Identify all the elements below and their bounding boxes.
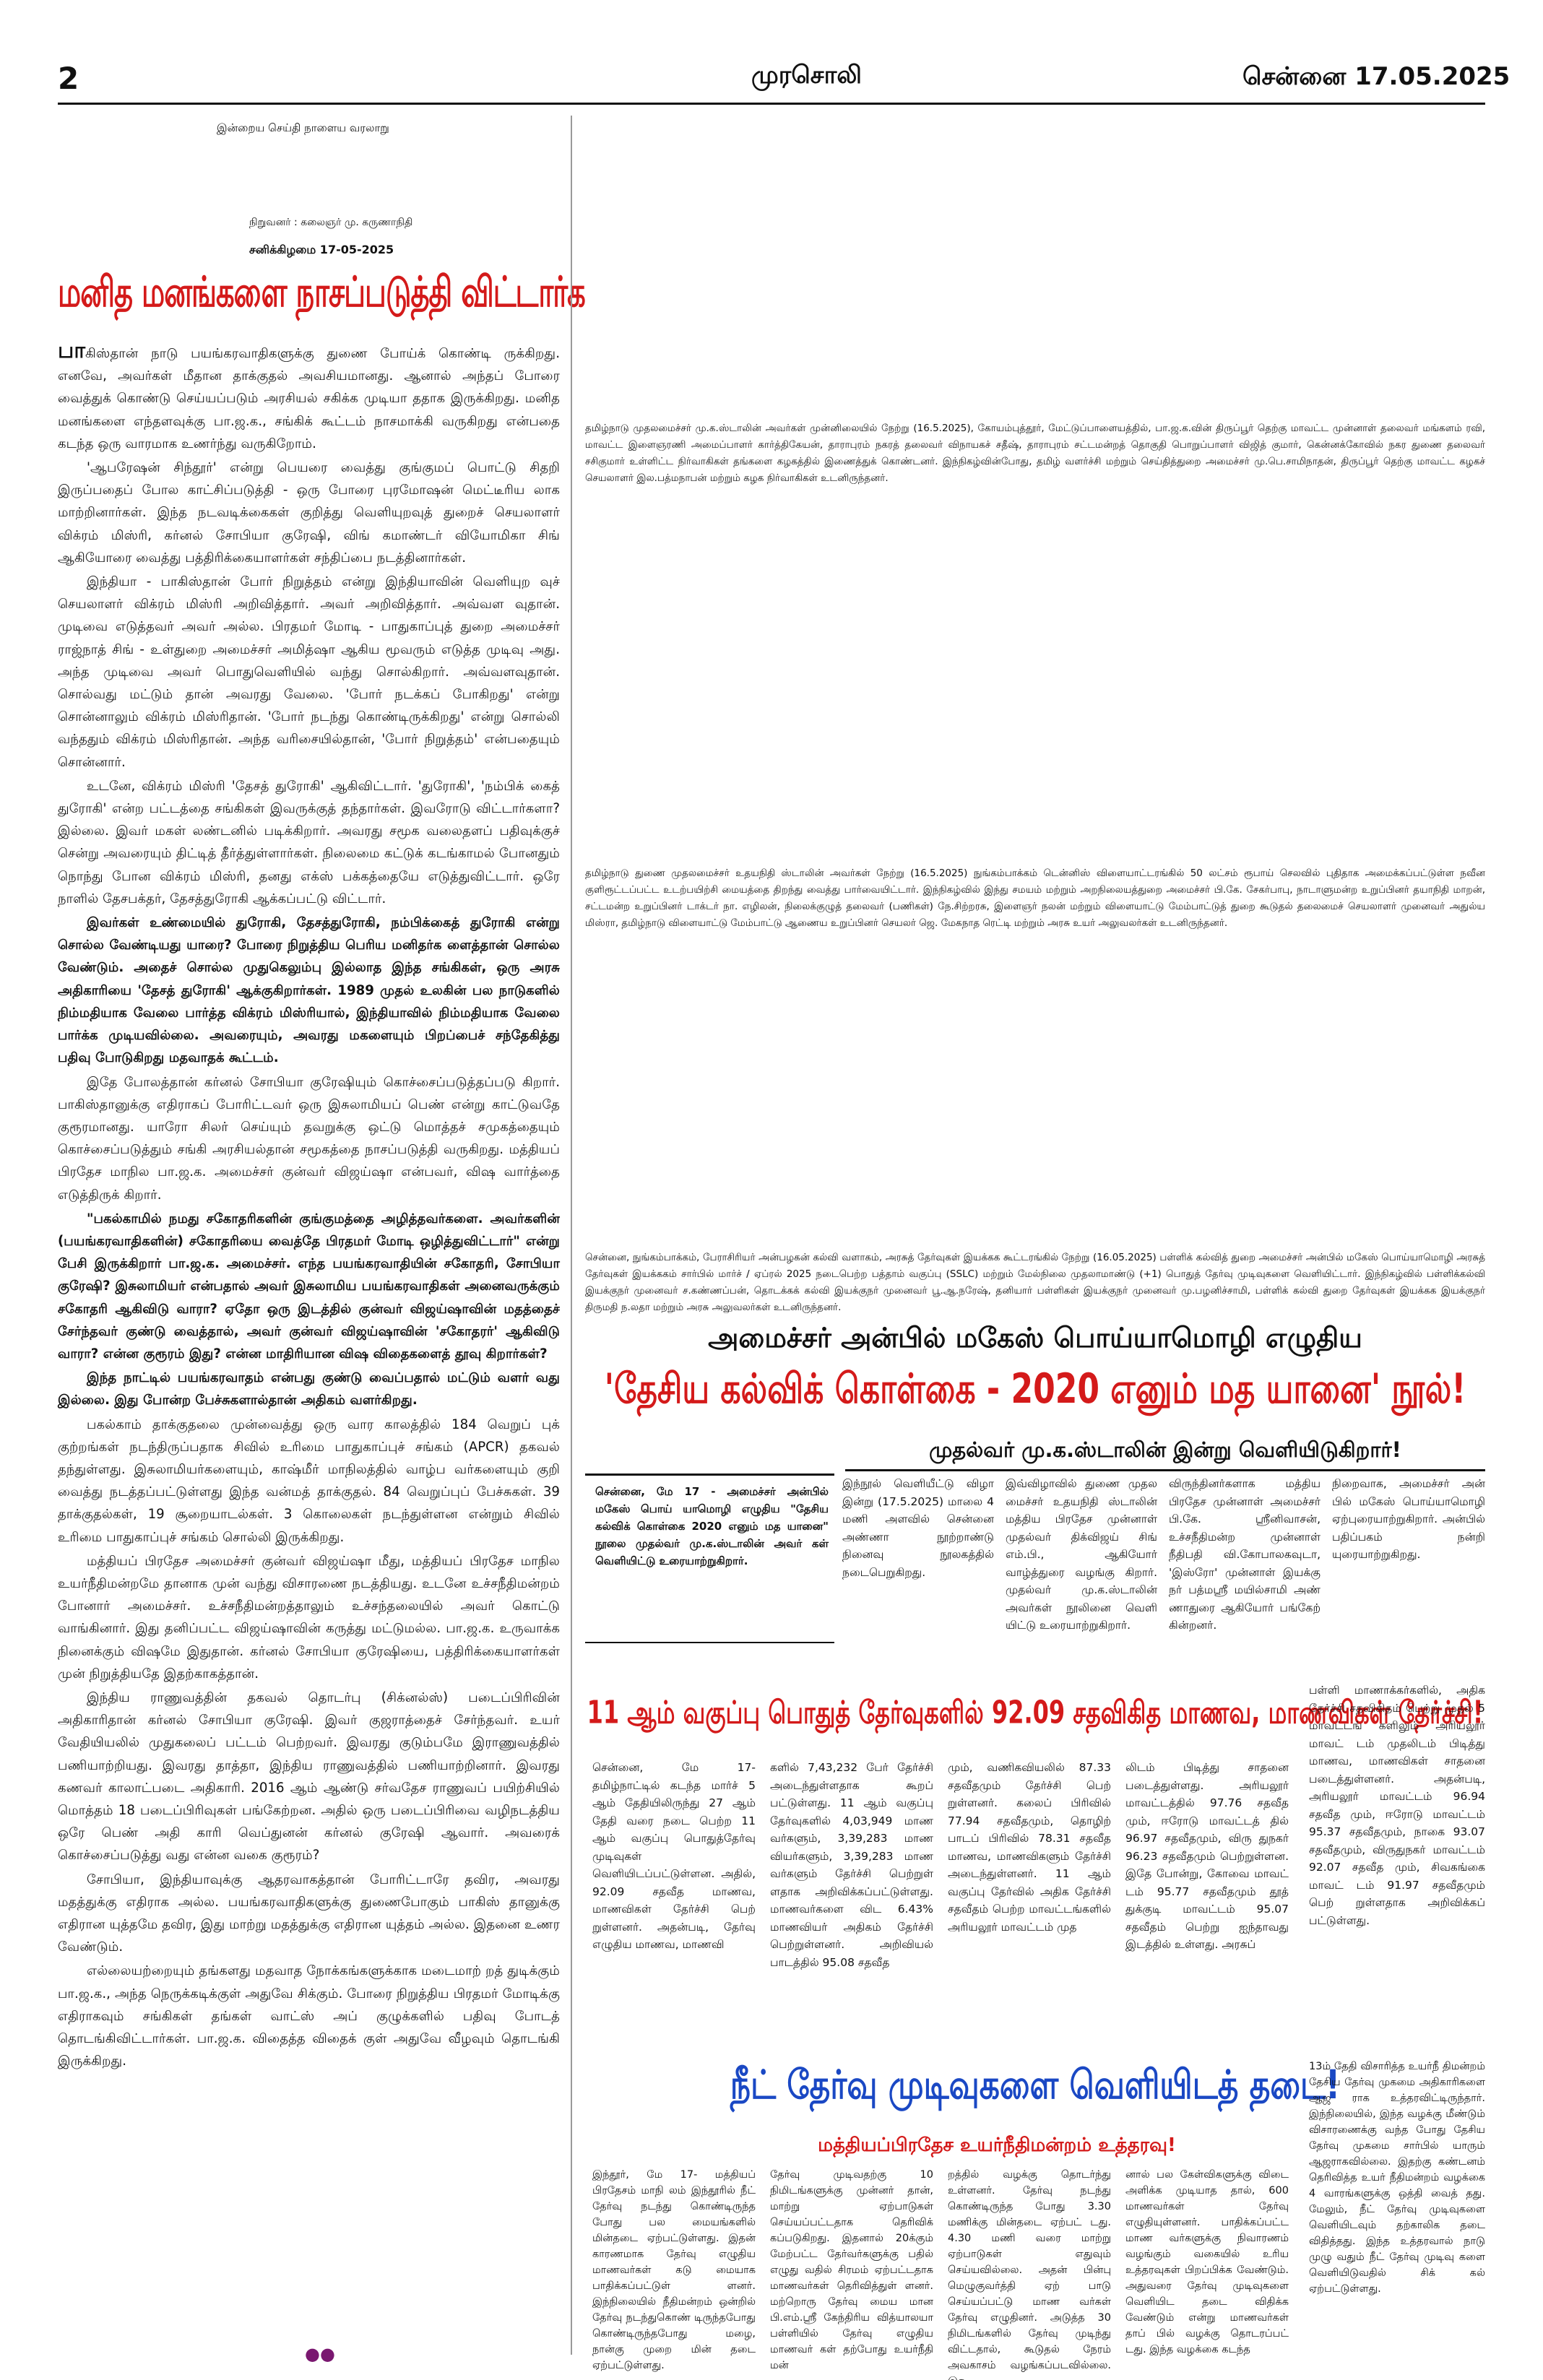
exam-headline: 11 ஆம் வகுப்பு பொதுத் தேர்வுகளில் 92.09 … — [587, 1694, 1484, 1731]
book-kicker: அமைச்சர் அன்பில் மகேஸ் பொய்யாமொழி எழுதிய — [708, 1322, 1362, 1354]
editorial-paragraph: பாகிஸ்தான் நாடு பயங்கரவாதிகளுக்கு துணை ப… — [58, 338, 560, 451]
newspaper-name: முரசொலி — [751, 61, 862, 90]
exam-col-2: களில் 7,43,232 பேர் தேர்ச்சி அடைந்துள்ளத… — [770, 1761, 933, 1969]
neet-col-5: 13ம் தேதி விசாரித்த உயர்நீ திமன்றம் தேசி… — [1309, 2061, 1485, 2295]
photo-2 — [585, 491, 1485, 863]
masthead-tagline: இன்றைய செய்தி நாளைய வரலாறு — [217, 121, 389, 134]
editorial-body: பாகிஸ்தான் நாடு பயங்கரவாதிகளுக்கு துணை ப… — [58, 339, 560, 2074]
editorial-paragraph: எல்லையற்றையும் தங்களது மதவாத நோக்கங்களுக… — [58, 1963, 560, 2069]
dateline: சென்னை 17.05.2025 — [1242, 62, 1510, 91]
exam-col-3: மும், வணிகவியலில் 87.33 சதவீதமும் தேர்ச்… — [948, 1761, 1111, 1934]
neet-col-4: னால் பல கேள்விகளுக்கு விடை அளிக்க முடியா… — [1125, 2169, 1289, 2355]
editorial-paragraph: இதே போலத்தான் கர்னல் சோபியா குரேஷியும் க… — [58, 1074, 560, 1203]
editorial-paragraph: "பகல்காமில் நமது சகோதரிகளின் குங்குமத்தை… — [58, 1211, 560, 1362]
photo-caption-2: தமிழ்நாடு துணை முதலமைச்சர் உதயநிதி ஸ்டால… — [585, 867, 1485, 929]
page-number: 2 — [58, 61, 79, 96]
book-col-1: இந்நூல் வெளியீட்டு விழா இன்று (17.5.2025… — [842, 1477, 994, 1579]
neet-col-2: தேர்வு முடிவதற்கு 10 நிமிடங்களுக்கு முன்… — [770, 2169, 933, 2371]
editorial-paragraph: சோபியா, இந்தியாவுக்கு ஆதரவாகத்தான் போரிட… — [58, 1871, 560, 1955]
editorial-paragraph: மத்தியப் பிரதேச அமைச்சர் குன்வர் விஜய்ஷா… — [58, 1553, 560, 1682]
editorial-dropcap: பா — [58, 338, 85, 363]
editorial-paragraph: உடனே, விக்ரம் மிஸ்ரி 'தேசத் துரோகி' ஆகிவ… — [58, 778, 560, 906]
book-col-2: இவ்விழாவில் துணை முதல மைச்சர் உதயநிதி ஸ்… — [1006, 1477, 1157, 1632]
book-headline: 'தேசிய கல்விக் கொள்கை - 2020 எனும் மத யா… — [604, 1365, 1466, 1414]
book-subheadline: முதல்வர் மு.க.ஸ்டாலின் இன்று வெளியிடுகிற… — [845, 1437, 1485, 1471]
editorial-paragraph: இவர்கள் உண்மையில் துரோகி, தேசத்துரோகி, ந… — [58, 915, 560, 1066]
editorial-paragraph: இந்த நாட்டில் பயங்கரவாதம் என்பது குண்டு … — [58, 1370, 560, 1408]
editorial-paragraph: 'ஆபரேஷன் சிந்தூர்' என்று பெயரை வைத்து கு… — [58, 460, 560, 566]
neet-headline: நீட் தேர்வு முடிவுகளை வெளியிடத் தடை! — [730, 2062, 1341, 2108]
end-mark: ●● — [305, 2344, 335, 2364]
neet-col-3: றத்தில் வழக்கு தொடர்ந்து உள்ளனர். தேர்வு… — [948, 2169, 1111, 2380]
header-rule — [58, 103, 1485, 105]
editorial-paragraph: பகல்காம் தாக்குதலை முன்வைத்து ஒரு வார கா… — [58, 1416, 560, 1545]
book-col-4: நிறைவாக, அமைச்சர் அன் பில் மகேஸ் பொய்யாம… — [1332, 1477, 1485, 1561]
photo-3 — [585, 953, 1485, 1250]
masthead-founder: நிறுவனர் : கலைஞர் மு. கருணாநிதி — [249, 217, 413, 228]
column-divider — [571, 116, 572, 2355]
editorial-paragraph: இந்தியா - பாகிஸ்தான் போர் நிறுத்தம் என்ற… — [58, 574, 560, 770]
editorial-date: சனிக்கிழமை 17-05-2025 — [249, 243, 394, 256]
neet-subheadline: மத்தியப்பிரதேச உயர்நீதிமன்றம் உத்தரவு! — [818, 2134, 1176, 2156]
neet-col-1: இந்தூர், மே 17- மத்தியப் பிரதேசம் மாநி ல… — [592, 2169, 756, 2371]
book-lead: சென்னை, மே 17 - அமைச்சர் அன்பில் மகேஸ் ப… — [585, 1474, 834, 1643]
editorial-title: மனித மனங்களை நாசப்படுத்தி விட்டார்கள்! — [58, 269, 623, 317]
exam-col-1: சென்னை, மே 17- தமிழ்நாட்டில் கடந்த மார்ச… — [592, 1761, 756, 1951]
photo-caption-1: தமிழ்நாடு முதலமைச்சர் மு.க.ஸ்டாலின் அவர்… — [585, 423, 1486, 484]
exam-col-4: லிடம் பிடித்து சாதனை படைத்துள்ளது. அரியல… — [1125, 1761, 1289, 1951]
editorial-paragraph: இந்திய ராணுவத்தின் தகவல் தொடர்பு (சிக்னல… — [58, 1689, 560, 1864]
photo-caption-3: சென்னை, நுங்கம்பாக்கம், பேராசிரியர் அன்ப… — [585, 1252, 1485, 1313]
book-col-3: விருந்தினர்களாக மத்திய பிரதேச முன்னாள் அ… — [1169, 1477, 1321, 1632]
photo-1 — [585, 116, 1485, 419]
exam-col-5: பள்ளி மாணாக்கர்களில், அதிக தேர்ச்சி சதவி… — [1309, 1684, 1485, 1927]
